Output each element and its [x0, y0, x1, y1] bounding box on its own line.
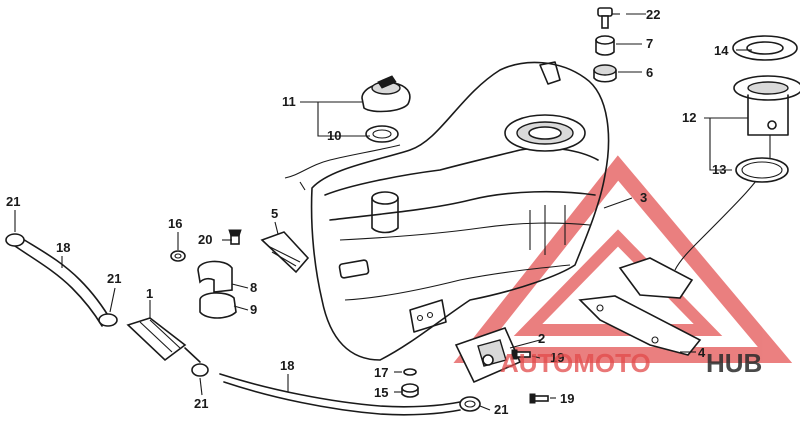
callout-18-bottom: 18: [280, 358, 294, 373]
washer-17: [403, 368, 417, 376]
ring-cover-14: [732, 35, 798, 61]
callout-2: 2: [538, 331, 545, 346]
callout-1: 1: [146, 286, 153, 301]
callout-21-lower: 21: [194, 396, 208, 411]
callout-labels: 22 7 6 14 11 10 12 13 3 5 16 20 18 21 21…: [6, 7, 729, 417]
hose-clip-21-right: [459, 396, 481, 412]
callout-18-left: 18: [56, 240, 70, 255]
callout-16: 16: [168, 216, 182, 231]
mount-8: [197, 260, 233, 293]
callout-3: 3: [640, 190, 647, 205]
callout-21-top-left: 21: [6, 194, 20, 209]
watermark-text: AUTOMOTO HUB: [500, 348, 762, 378]
callout-19-lower: 19: [560, 391, 574, 406]
screw-19-upper: [511, 349, 531, 360]
grommet-6: [593, 64, 617, 83]
callout-22: 22: [646, 7, 660, 22]
bracket-5: [260, 231, 310, 274]
fuel-filter-1: [126, 317, 201, 363]
callout-9: 9: [250, 302, 257, 317]
callout-4: 4: [698, 345, 706, 360]
callout-13: 13: [712, 162, 726, 177]
callout-20: 20: [198, 232, 212, 247]
leader-lines: [14, 13, 752, 411]
packing-13: [735, 157, 789, 183]
callout-12: 12: [682, 110, 696, 125]
screw-19-lower: [529, 393, 549, 404]
nut-16: [170, 250, 186, 262]
fuel-cap-11: [361, 75, 411, 113]
callout-8: 8: [250, 280, 257, 295]
callout-17: 17: [374, 365, 388, 380]
fuel-tank: [284, 61, 610, 361]
watermark-hub: HUB: [706, 348, 762, 378]
bolt-22: [597, 7, 613, 29]
hose-clip-21-top-left: [5, 233, 25, 247]
callout-11: 11: [282, 94, 296, 109]
callout-10: 10: [327, 128, 341, 143]
callout-19-upper: 19: [550, 350, 564, 365]
gasket-10: [365, 125, 399, 143]
mount-9: [199, 292, 237, 319]
watermark-automoto: AUTOMOTO: [500, 348, 651, 378]
hose-clip-21-lower: [191, 363, 209, 377]
callout-5: 5: [271, 206, 278, 221]
callout-21-mid: 21: [107, 271, 121, 286]
fuel-unit-12: [674, 75, 800, 271]
callout-15: 15: [374, 385, 388, 400]
fuel-hose-18-bottom: [219, 373, 461, 416]
fuel-cock-2: [454, 327, 522, 384]
callout-21-right: 21: [494, 402, 508, 417]
heat-plate-4: [578, 295, 702, 356]
callout-7: 7: [646, 36, 653, 51]
collar-7: [595, 35, 615, 56]
hose-clip-21-mid: [98, 313, 118, 327]
float-plate: [618, 257, 694, 299]
bolt-20: [228, 229, 242, 245]
fuel-hose-18-left: [11, 235, 113, 327]
callout-14: 14: [714, 43, 729, 58]
callout-6: 6: [646, 65, 653, 80]
washer-15: [401, 383, 419, 398]
